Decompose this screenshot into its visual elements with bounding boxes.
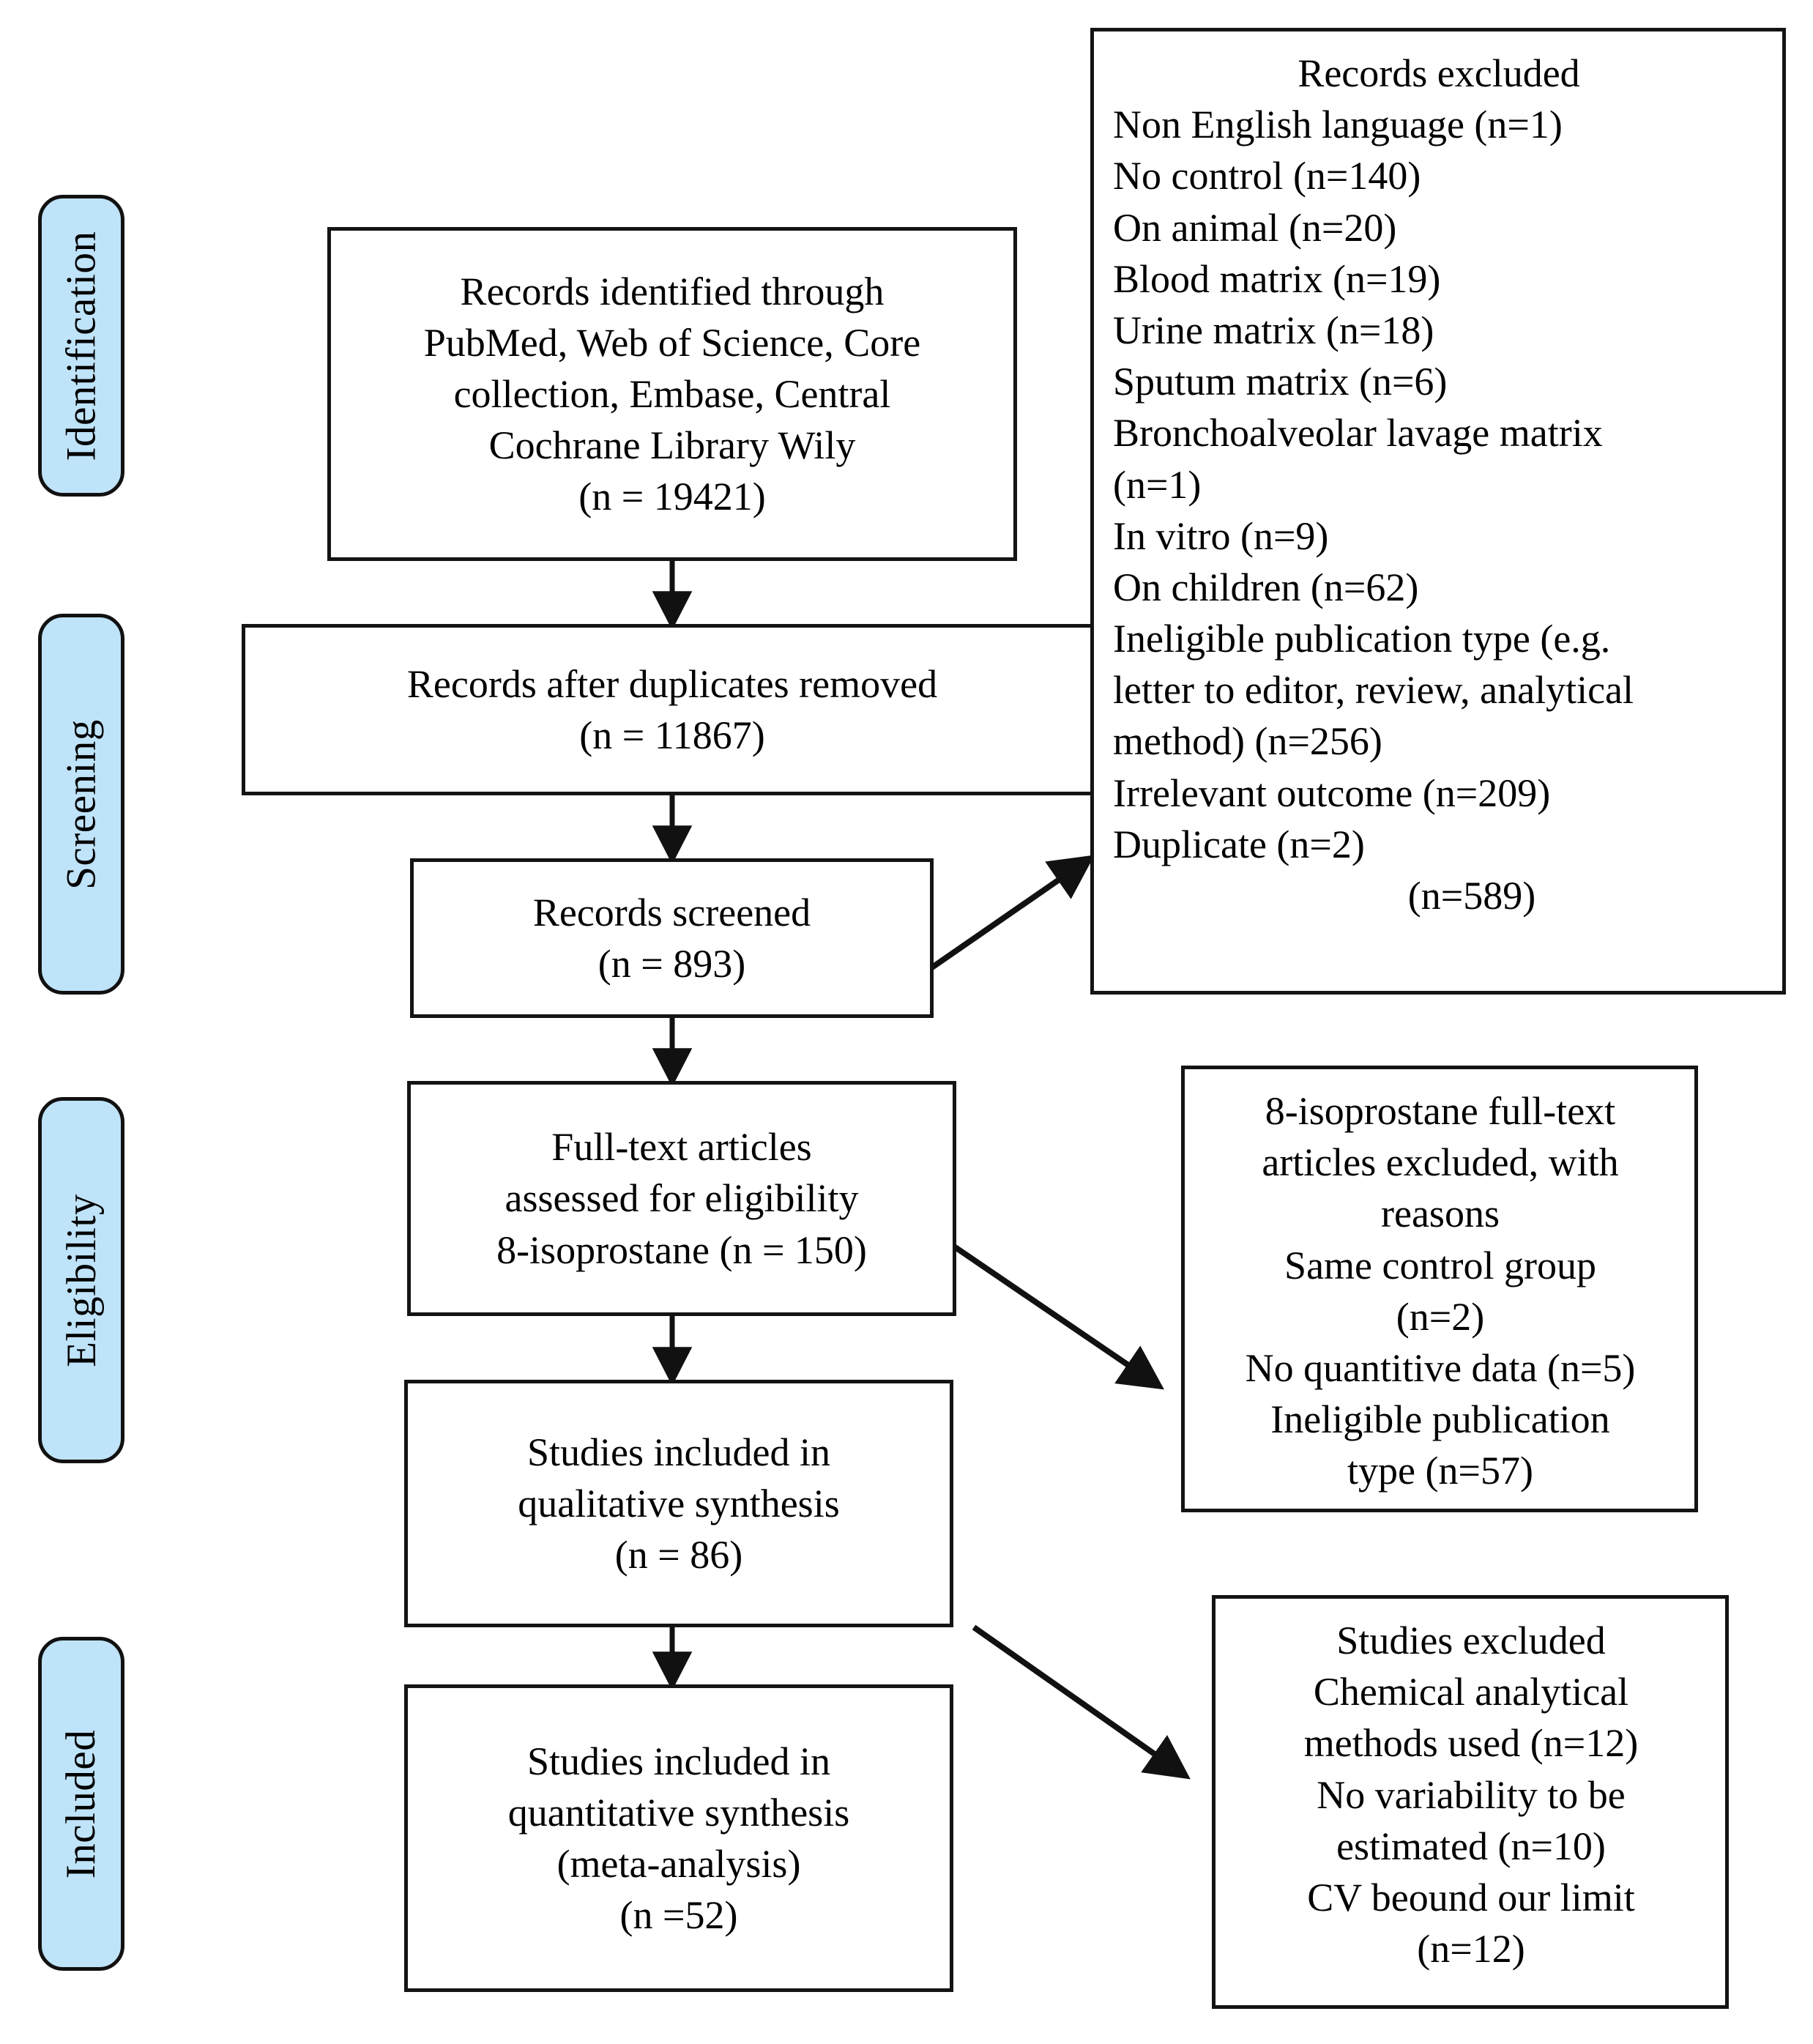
phase-label-identification: Identification [58,230,105,461]
arrow-screened-to-excluded [928,855,1095,972]
box-records-screened-text: Records screened (n = 893) [532,890,811,986]
phase-pill-identification: Identification [38,195,124,497]
phase-pill-screening: Screening [38,614,124,995]
box-fulltext-excluded-reasons: Same control group (n=2) No quantitive d… [1245,1243,1636,1493]
phase-pill-included: Included [38,1637,124,1971]
box-quantitative-synthesis: Studies included in quantitative synthes… [404,1684,953,1992]
box-records-excluded-reasons: Non English language (n=1) No control (n… [1113,103,1634,866]
box-qualitative-synthesis-text: Studies included in qualitative synthesi… [518,1430,840,1577]
box-studies-excluded-title: Studies excluded [1336,1619,1606,1662]
box-studies-excluded-reasons: Chemical analytical methods used (n=12) … [1303,1670,1639,1971]
box-fulltext-assessed-text: Full-text articles assessed for eligibil… [496,1125,867,1272]
box-records-excluded-title: Records excluded [1298,51,1580,95]
box-records-excluded-total: (n=589) [1407,874,1536,918]
box-fulltext-excluded: 8-isoprostane full-text articles exclude… [1181,1066,1698,1512]
box-records-identified: Records identified through PubMed, Web o… [327,227,1017,561]
box-records-after-duplicates: Records after duplicates removed (n = 11… [242,624,1103,795]
phase-label-eligibility: Eligibility [58,1193,105,1367]
box-records-identified-text: Records identified through PubMed, Web o… [423,269,921,519]
box-studies-excluded: Studies excluded Chemical analytical met… [1212,1595,1729,2009]
box-records-excluded: Records excluded Non English language (n… [1090,28,1786,995]
phase-label-included: Included [58,1729,105,1878]
box-records-screened: Records screened (n = 893) [410,858,934,1018]
box-quantitative-synthesis-text: Studies included in quantitative synthes… [507,1739,850,1938]
arrow-qualitative-to-studies-excluded [972,1624,1191,1780]
box-fulltext-assessed: Full-text articles assessed for eligibil… [407,1081,956,1316]
box-fulltext-excluded-title: 8-isoprostane full-text articles exclude… [1262,1089,1619,1236]
arrow-fulltext-to-fulltext-excluded [950,1242,1164,1390]
phase-pill-eligibility: Eligibility [38,1097,124,1463]
box-records-after-duplicates-text: Records after duplicates removed (n = 11… [406,661,938,757]
box-qualitative-synthesis: Studies included in qualitative synthesi… [404,1380,953,1627]
phase-label-screening: Screening [58,718,105,890]
